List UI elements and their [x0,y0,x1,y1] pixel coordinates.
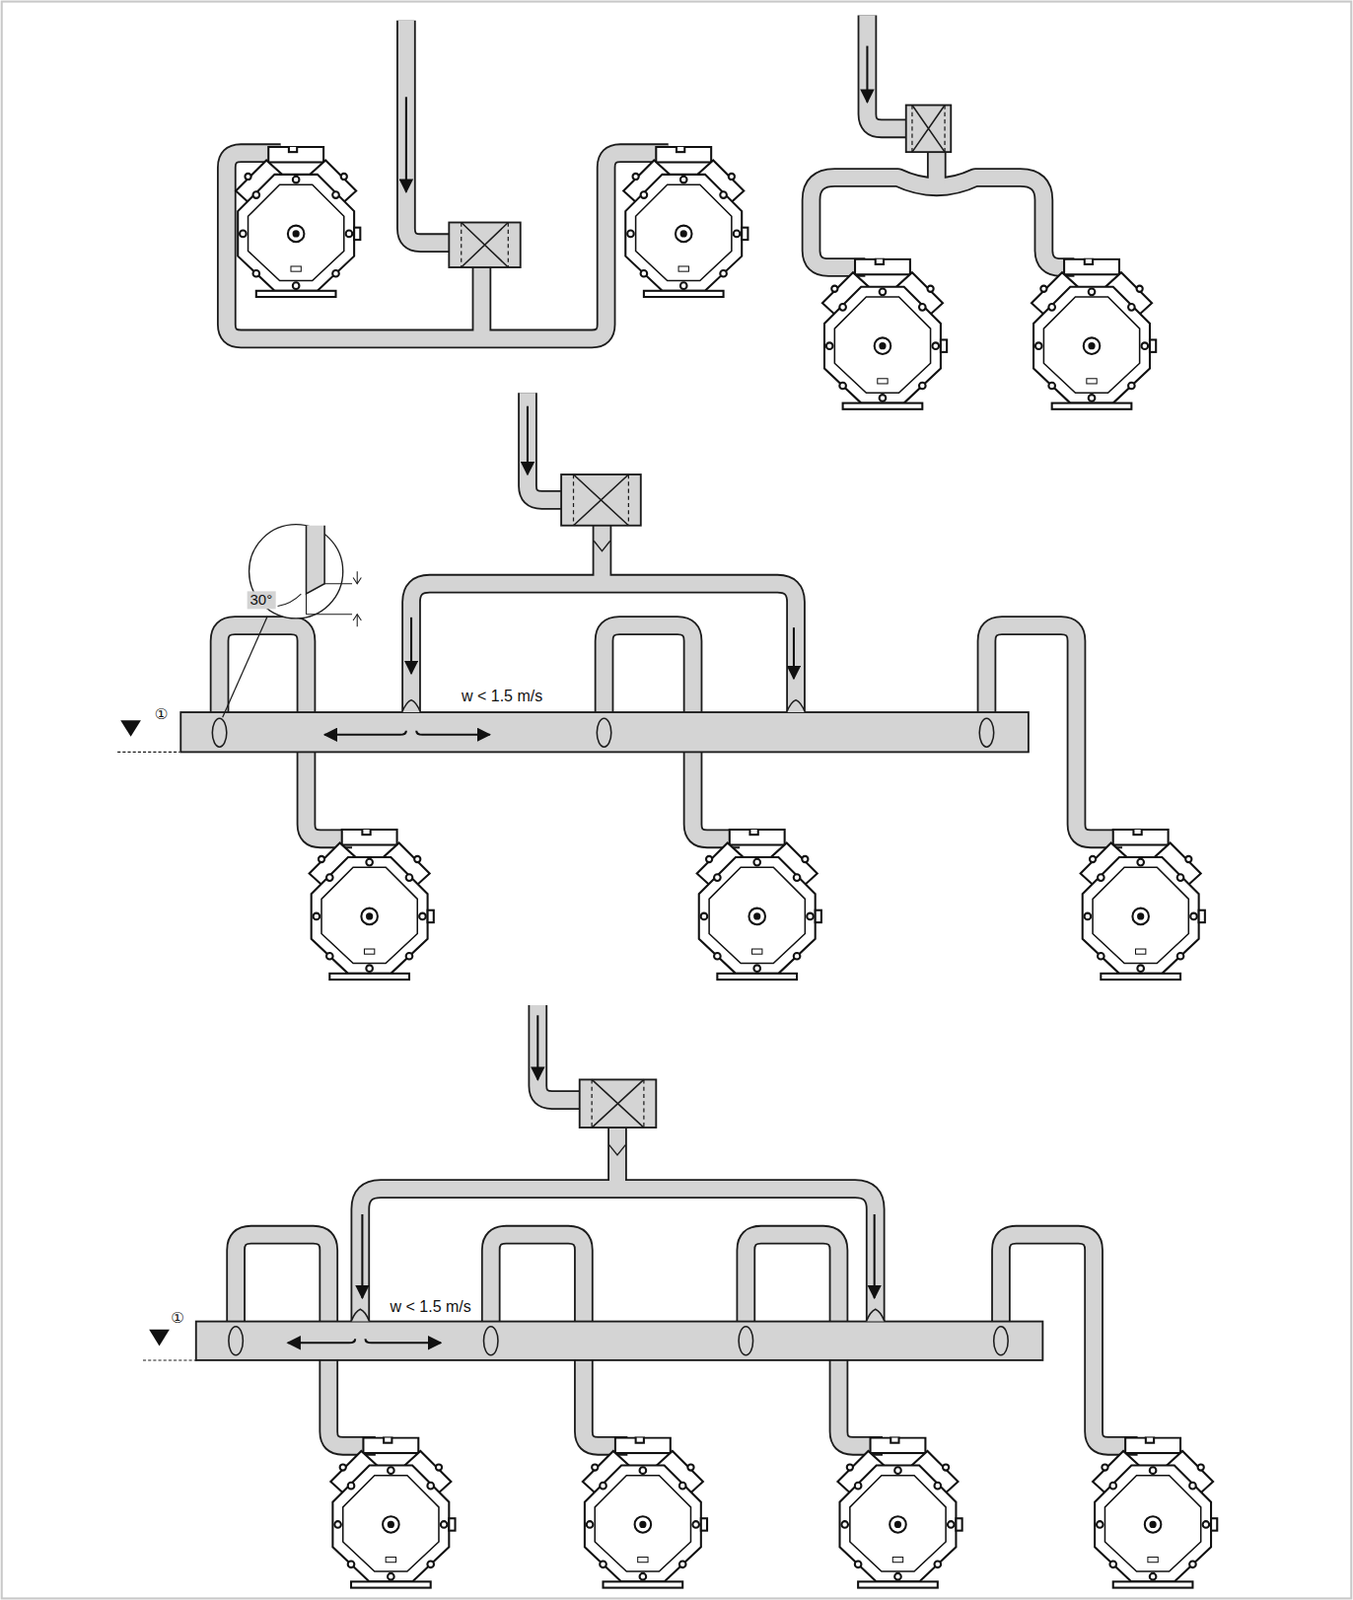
pipe-or-compressor [527,392,565,500]
flow-line [526,406,529,475]
pipe-opening [212,717,226,747]
callout-number: ① [151,706,171,723]
pipe-or-compressor [527,392,565,500]
drawing-path [305,525,325,594]
pipe-or-compressor [866,15,910,130]
drawing-path [591,1078,644,1128]
pipe-or-compressor [928,150,945,184]
drawing-path [461,222,509,269]
pipe-or-compressor [359,1188,875,1326]
pipe-or-compressor [822,258,947,410]
arrangement-four-compressors-header [142,1004,1217,1588]
arrangement-two-compressors-top [811,15,1157,410]
pipe-or-compressor [811,177,1075,268]
pipe-opening [738,1326,753,1355]
drawing-path [591,1078,644,1128]
flow-line [142,1358,198,1360]
pipe-or-compressor [406,20,454,244]
drawing-path [573,474,630,526]
pipe-opening [596,717,611,747]
pipe-opening [979,717,994,747]
drawing-path [305,583,353,615]
velocity-label: w < 1.5 m/s [458,686,546,705]
pipe-or-compressor [235,145,360,297]
pipe-or-compressor [697,828,822,980]
velocity-label: w < 1.5 m/s [387,1297,475,1316]
shape-outline [148,1329,170,1347]
pipe-opening [483,1326,498,1355]
pipe-or-compressor [607,1125,628,1189]
pipe-or-compressor [926,150,947,184]
pipe-or-compressor [609,1125,626,1189]
drawing-path [593,540,611,551]
drawing-rect [561,474,641,526]
pipe-or-compressor [837,1435,962,1587]
drawing-path [609,1144,627,1155]
flow-line [873,1213,876,1298]
shape-outline [120,719,142,737]
drawing-path [324,730,407,735]
pipe-or-compressor [1080,828,1206,980]
pipe-or-compressor [406,20,454,244]
drawing-rect [448,222,520,269]
drawing-rect [196,1321,1044,1360]
pipe-or-compressor [623,145,748,297]
pipe-or-compressor [411,583,796,716]
pipe-or-compressor [472,265,493,339]
pipe-or-compressor [1092,1435,1217,1587]
angle-label: 30° [247,591,277,609]
drawing-path [278,593,302,606]
flow-line [405,96,408,192]
callout-number: ① [167,1308,187,1326]
pipe-or-compressor [593,522,610,584]
pipe-or-compressor [537,1004,583,1100]
pipe-or-compressor [811,177,1075,268]
drawing-path [364,1338,441,1343]
pipe-or-compressor [330,1435,455,1587]
pipe-opening [994,1326,1008,1355]
drawing-path [356,570,358,627]
drawing-path [287,1338,356,1343]
arrangement-two-compressors-side [226,20,749,340]
pipe-or-compressor [866,15,910,130]
flow-line [865,46,868,103]
pipe-or-compressor [309,828,434,980]
flow-line [536,1014,539,1079]
pipe-or-compressor [582,1435,708,1587]
flow-line [792,627,795,679]
flow-line [410,617,413,674]
drawing-path [461,222,509,269]
drawing-path [353,576,361,620]
drawing-rect [579,1078,657,1128]
arrangement-three-compressors-header [117,392,1206,980]
pipe-opening [228,1326,243,1355]
drawing-rect [906,105,952,153]
flow-line [222,616,269,717]
drawing-path [912,105,945,153]
pipe-or-compressor [1031,258,1156,410]
flow-line [360,1213,363,1298]
drawing-path [573,474,630,526]
drawing-path [416,730,490,735]
pipe-or-compressor [473,265,490,339]
drawing-path [912,105,945,153]
drawing-rect [180,712,1029,752]
pipe-or-compressor [537,1004,583,1100]
pipe-or-compressor [592,522,613,584]
pipe-or-compressor [359,1188,875,1326]
flow-line [117,751,180,753]
